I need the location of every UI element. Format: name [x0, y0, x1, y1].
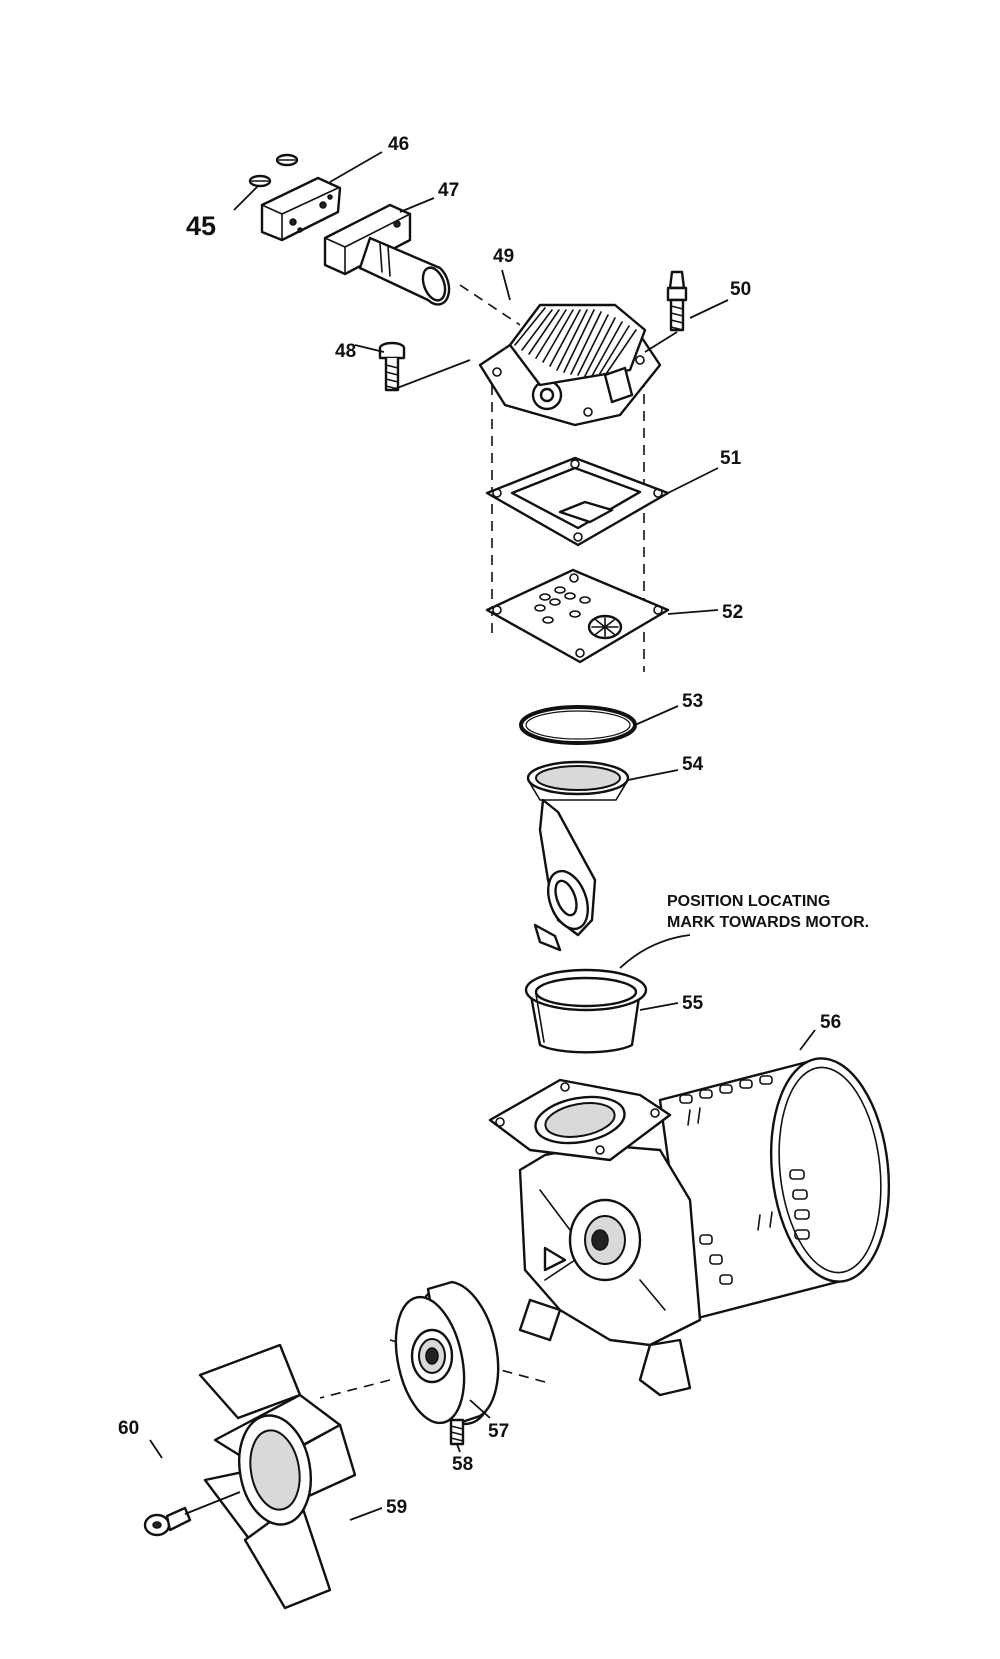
part-46-plate — [260, 176, 342, 242]
part-48-bolt — [378, 341, 471, 392]
callout-46: 46 — [388, 134, 409, 155]
callout-49: 49 — [493, 246, 514, 267]
assembly-note: POSITION LOCATING MARK TOWARDS MOTOR. — [667, 893, 869, 931]
callout-57: 57 — [488, 1421, 509, 1442]
leader-lines — [149, 151, 816, 1521]
callout-59: 59 — [386, 1497, 407, 1518]
callout-55: 55 — [682, 993, 704, 1014]
part-51-gasket — [485, 456, 670, 547]
callout-51: 51 — [720, 448, 742, 469]
callout-labels: 45 46 47 48 49 50 51 52 53 54 55 56 57 5… — [118, 134, 841, 1518]
part-59-fan — [198, 1343, 357, 1610]
part-57-pulley — [394, 1280, 500, 1427]
callout-47: 47 — [438, 180, 459, 201]
part-60-screw — [143, 1491, 241, 1537]
callout-56: 56 — [820, 1012, 841, 1033]
part-53-o-ring — [519, 705, 637, 745]
part-47-adapter — [323, 203, 451, 306]
callout-60: 60 — [118, 1418, 139, 1439]
part-49-cylinder-head — [478, 303, 662, 427]
part-54-piston-rod — [526, 760, 630, 952]
callout-50: 50 — [730, 279, 751, 300]
callout-52: 52 — [722, 602, 743, 623]
part-52-valve-plate — [485, 568, 670, 664]
note-line-1: POSITION LOCATING — [667, 893, 830, 910]
part-56-motor — [488, 1057, 891, 1397]
part-58-set-screw — [449, 1418, 465, 1446]
callout-53: 53 — [682, 691, 703, 712]
part-50-fitting — [644, 270, 688, 353]
note-line-2: MARK TOWARDS MOTOR. — [667, 914, 869, 931]
callout-54: 54 — [682, 754, 704, 775]
callout-45: 45 — [186, 211, 216, 241]
callout-58: 58 — [452, 1454, 473, 1475]
part-55-sleeve — [524, 968, 648, 1054]
callout-48: 48 — [335, 341, 356, 362]
part-45-screws — [248, 153, 299, 188]
